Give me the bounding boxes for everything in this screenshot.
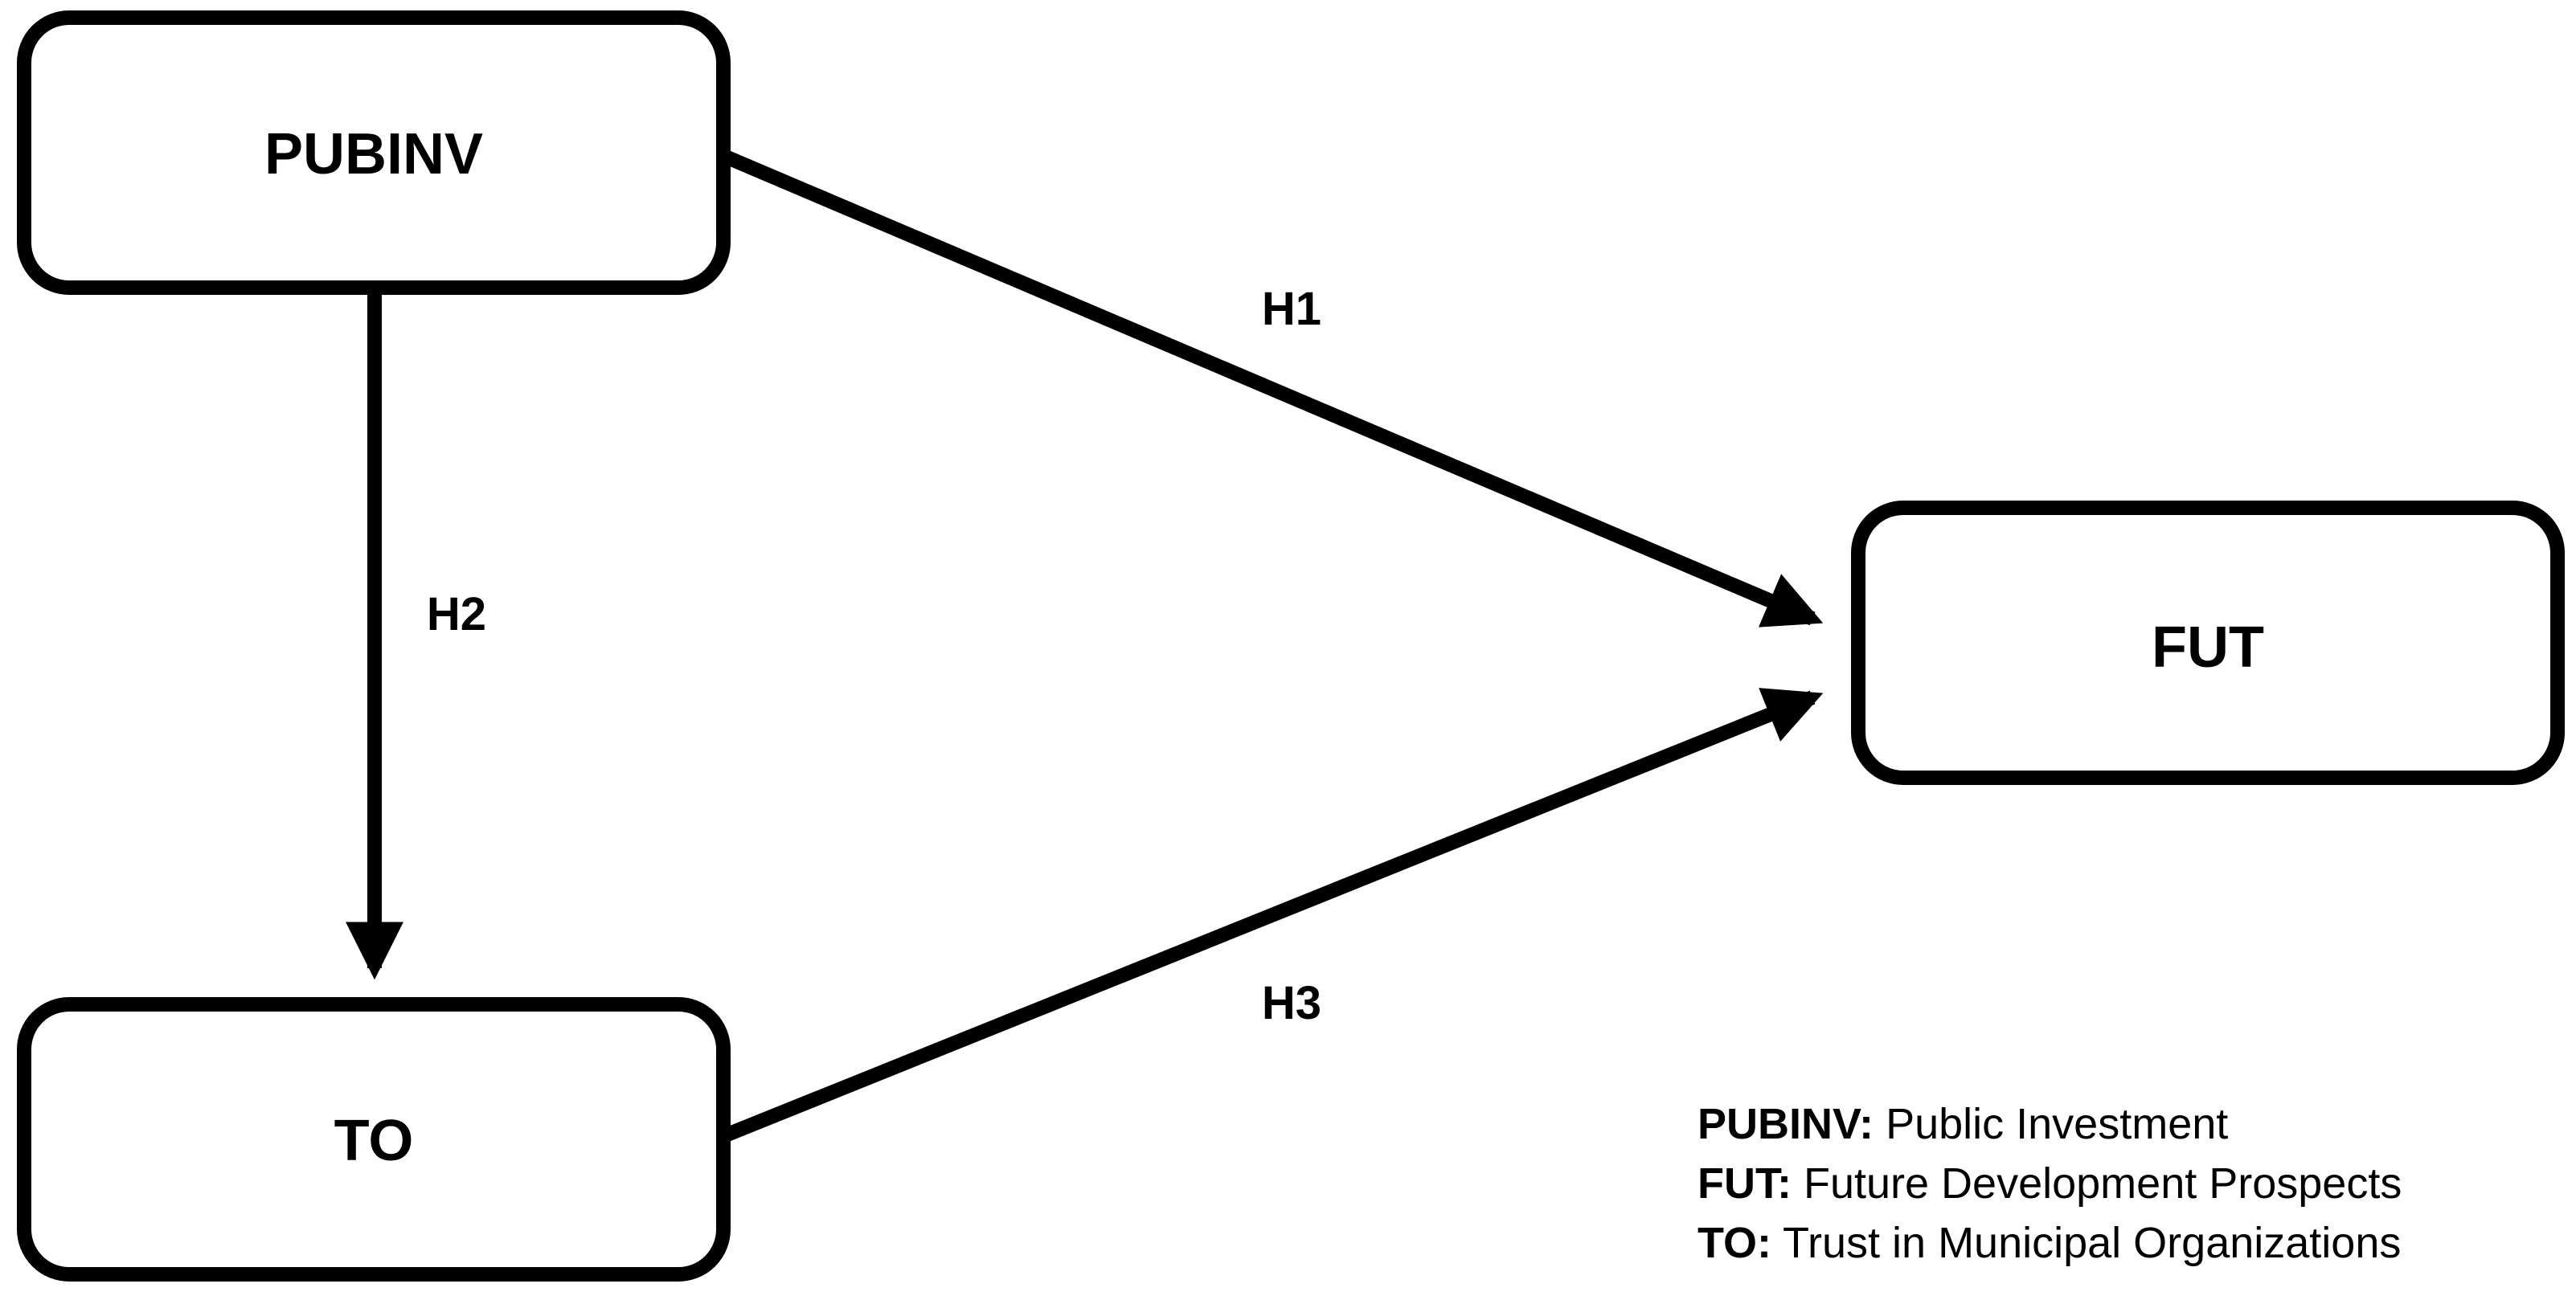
- legend-key: FUT:: [1698, 1159, 1792, 1208]
- legend: PUBINV: Public Investment FUT: Future De…: [1698, 1094, 2402, 1273]
- edge-h2: H2: [346, 289, 486, 980]
- edge-label-h1: H1: [1262, 283, 1321, 335]
- node-to: TO: [17, 997, 731, 1282]
- node-label-pubinv: PUBINV: [264, 122, 483, 186]
- legend-desc: Public Investment: [1886, 1100, 2229, 1148]
- arrow-pubinv-to-fut: [724, 150, 1824, 628]
- node-fut: FUT: [1851, 501, 2565, 785]
- legend-item-to: TO: Trust in Municipal Organizations: [1698, 1213, 2402, 1273]
- node-pubinv: PUBINV: [17, 10, 731, 295]
- edge-h1: H1: [724, 150, 1824, 628]
- node-box-fut: [1851, 501, 2565, 785]
- node-label-fut: FUT: [2152, 615, 2264, 680]
- node-box-to: [17, 997, 731, 1282]
- edge-label-h3: H3: [1262, 977, 1321, 1029]
- legend-item-fut: FUT: Future Development Prospects: [1698, 1154, 2402, 1213]
- legend-item-pubinv: PUBINV: Public Investment: [1698, 1094, 2402, 1154]
- edge-label-h2: H2: [427, 588, 486, 640]
- edge-h3: H3: [724, 688, 1824, 1142]
- legend-desc: Future Development Prospects: [1803, 1159, 2402, 1208]
- node-label-to: TO: [334, 1109, 414, 1173]
- legend-key: TO:: [1698, 1219, 1771, 1267]
- node-box-pubinv: [17, 10, 731, 295]
- legend-key: PUBINV:: [1698, 1100, 1874, 1148]
- legend-desc: Trust in Municipal Organizations: [1783, 1219, 2402, 1267]
- arrow-to-to-fut: [724, 688, 1824, 1142]
